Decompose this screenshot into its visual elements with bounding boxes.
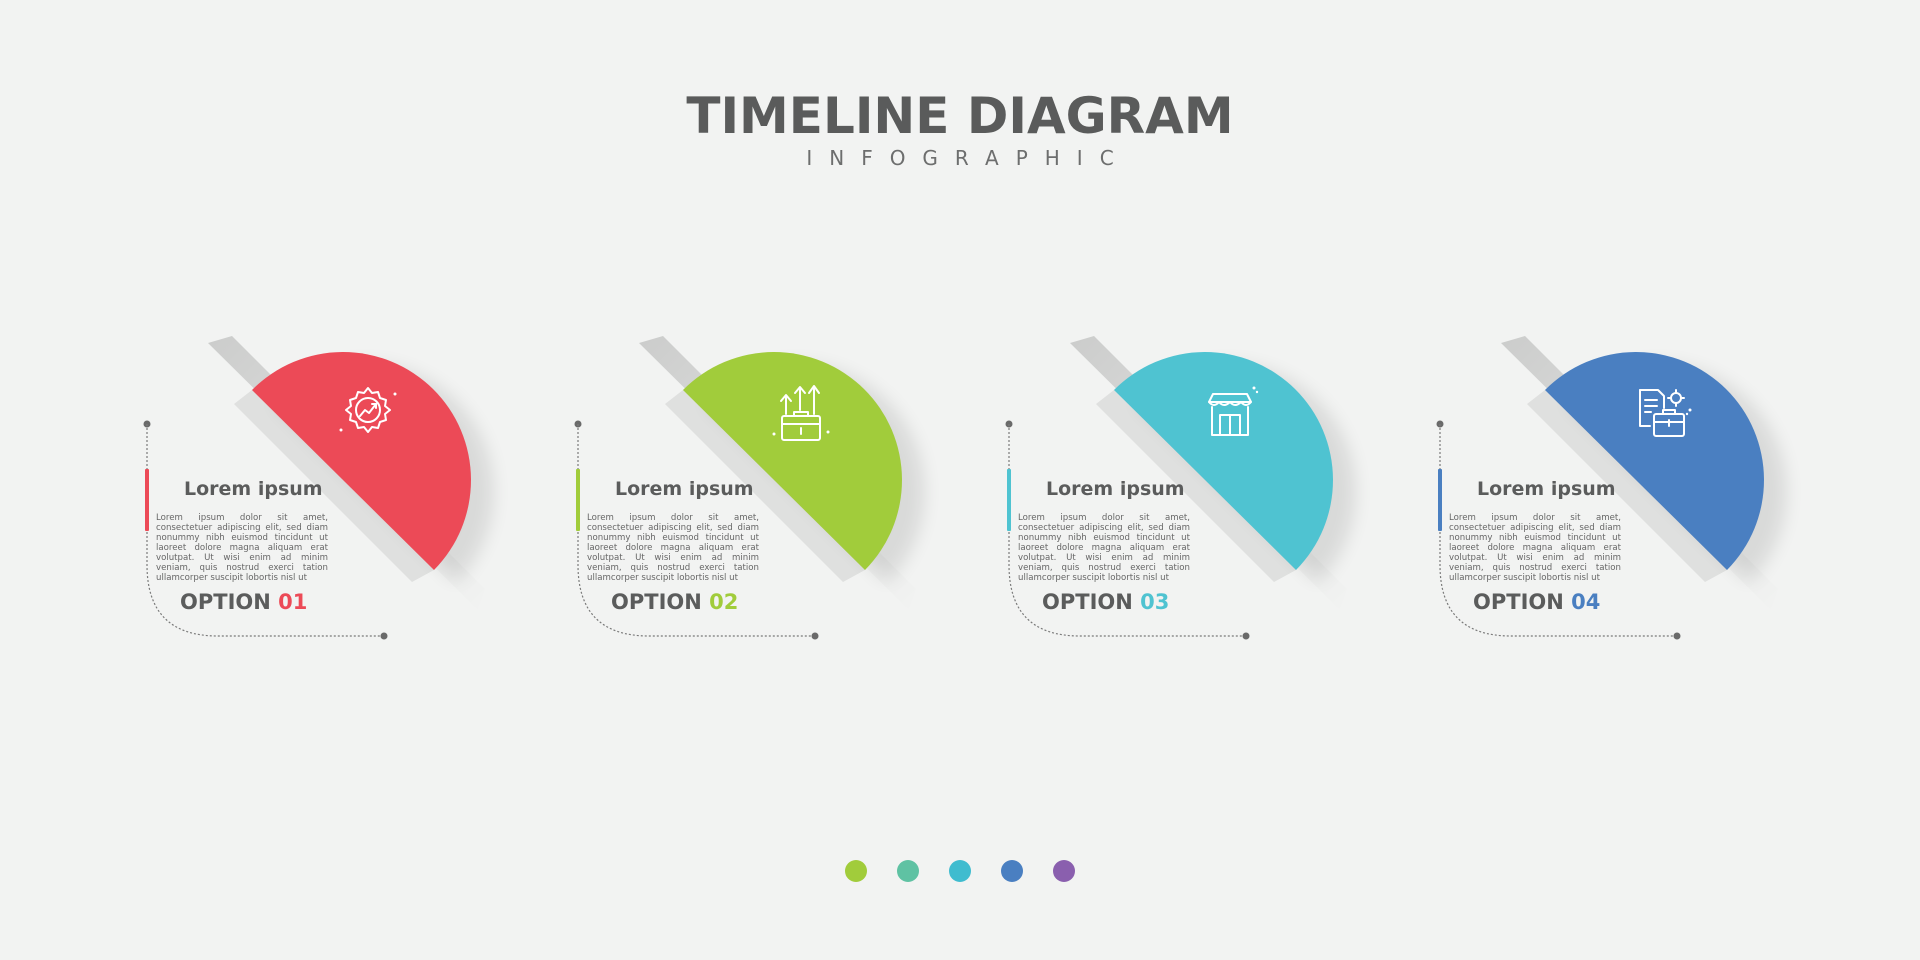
step-option-label: OPTION 04 [1473,590,1600,614]
option-word: OPTION [1473,590,1564,614]
step-shape [1005,336,1355,640]
step-title: Lorem ipsum [184,478,323,500]
palette-swatch-1 [845,860,867,882]
palette-swatch-2 [897,860,919,882]
fold-shade [665,390,865,582]
option-word: OPTION [611,590,702,614]
header: TIMELINE DIAGRAM INFOGRAPHIC [0,88,1920,170]
option-number: 01 [278,590,308,614]
shop-icon [1208,386,1259,436]
step-shape [143,336,493,640]
fold-shade [1096,390,1296,582]
colored-half-circle [1114,352,1333,570]
step-option-label: OPTION 02 [611,590,738,614]
step-title: Lorem ipsum [1046,478,1185,500]
step-description: Lorem ipsum dolor sit amet, consectetuer… [156,513,328,583]
documents-briefcase-icon [1639,389,1692,437]
timeline-step-1: Lorem ipsum Lorem ipsum dolor sit amet, … [130,300,570,650]
option-word: OPTION [180,590,271,614]
step-title: Lorem ipsum [615,478,754,500]
palette-swatch-4 [1001,860,1023,882]
palette-swatch-3 [949,860,971,882]
colored-half-circle [1545,352,1764,570]
connector-line [1436,420,1681,640]
timeline-step-2: Lorem ipsum Lorem ipsum dolor sit amet, … [561,300,1001,650]
palette-swatch-5 [1053,860,1075,882]
option-number: 04 [1571,590,1601,614]
step-shape [574,336,924,640]
connector-line [1005,420,1250,640]
connector-line [574,420,819,640]
step-shape [1436,336,1786,640]
step-title: Lorem ipsum [1477,478,1616,500]
briefcase-growth-icon [772,385,830,441]
option-number: 03 [1140,590,1170,614]
step-description: Lorem ipsum dolor sit amet, consectetuer… [1018,513,1190,583]
fold-shade [1527,390,1727,582]
diagram-subtitle: INFOGRAPHIC [806,146,1131,170]
timeline-step-3: Lorem ipsum Lorem ipsum dolor sit amet, … [992,300,1432,650]
colored-half-circle [683,352,902,570]
step-description: Lorem ipsum dolor sit amet, consectetuer… [587,513,759,583]
timeline-step-4: Lorem ipsum Lorem ipsum dolor sit amet, … [1423,300,1863,650]
option-word: OPTION [1042,590,1133,614]
colored-half-circle [252,352,471,570]
option-number: 02 [709,590,739,614]
fold-shade [234,390,434,582]
gear-chart-icon [339,387,397,433]
step-option-label: OPTION 03 [1042,590,1169,614]
step-option-label: OPTION 01 [180,590,307,614]
color-palette [0,860,1920,882]
diagram-title: TIMELINE DIAGRAM [686,87,1234,145]
step-description: Lorem ipsum dolor sit amet, consectetuer… [1449,513,1621,583]
connector-line [143,420,388,640]
